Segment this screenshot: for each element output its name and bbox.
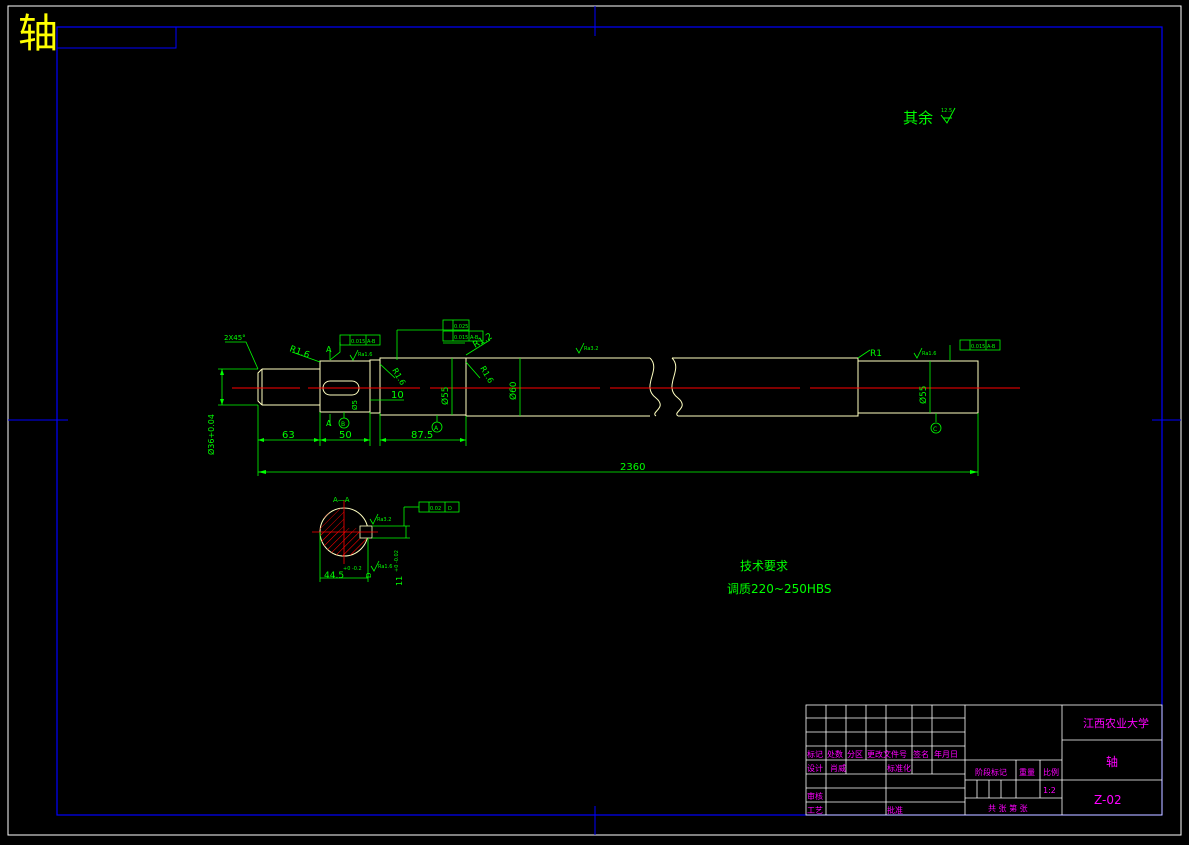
row-standard: 标准化 (887, 763, 911, 773)
weight-label: 重量 (1019, 767, 1035, 777)
gt1-value: 0.015 (351, 339, 365, 345)
row-approve: 批准 (887, 805, 903, 815)
scale-label: 比例 (1043, 767, 1059, 777)
roughness-2: Ra3.2 (584, 346, 598, 352)
gt5-ref: D (448, 506, 452, 512)
row-craft: 工艺 (807, 806, 823, 815)
roughness-3: Ra1.6 (922, 351, 936, 357)
datum-c-label: C (933, 426, 937, 433)
header-zone: 分区 (847, 750, 863, 759)
gt4-value: 0.015 (971, 344, 985, 350)
inner-border (56, 26, 1163, 816)
length-875-label: 87.5 (411, 430, 433, 441)
header-count: 处数 (827, 749, 843, 759)
scale-value: 1:2 (1043, 786, 1056, 795)
section-datum-label: D (365, 573, 373, 578)
gt4-ref: A-B (987, 344, 996, 350)
radius-label-2: R1.6 (390, 367, 407, 387)
tolerance-frames (338, 319, 1001, 513)
rest-roughness-label: 其余 (903, 109, 933, 127)
header-mark: 标记 (807, 749, 823, 759)
stage-label: 阶段标记 (975, 767, 1007, 777)
length-total-label: 2360 (620, 462, 645, 473)
row-design: 设计 (807, 763, 823, 773)
length-10-label: 10 (391, 390, 404, 401)
section-width-label: 11 (395, 576, 404, 586)
section-view: A—A 44.5 +0 -0.2 11 +0 -0.02 D (312, 496, 419, 586)
length-50-label: 50 (339, 430, 352, 441)
shaft-outline (257, 357, 979, 417)
radius-label-1: R1.6 (288, 344, 311, 361)
datum-b-label: B (341, 421, 345, 428)
section-depth-tol: +0 -0.2 (343, 566, 362, 572)
row-review: 审核 (807, 791, 823, 801)
drawing-number: Z-02 (1094, 793, 1122, 807)
title-block-text: 标记 处数 分区 更改文件号 签名 年月日 设计 肖威 标准化 审核 工艺 批准… (807, 716, 1149, 815)
title-tag-box (57, 27, 177, 49)
gt2-value: 0.025 (454, 324, 468, 330)
roughness-1: Ra1.6 (358, 352, 372, 358)
header-sign: 签名 (913, 749, 929, 759)
dimension-lines (218, 329, 979, 476)
roughness-4: Ra3.2 (377, 517, 391, 523)
diameter-60-label: Ø60 (508, 381, 519, 400)
gt3-ref: A-B (470, 335, 479, 341)
radius-label-right: R1 (870, 349, 882, 359)
header-date: 年月日 (934, 749, 958, 759)
datum-a-label: A (434, 425, 439, 432)
title-block-grid (805, 704, 1163, 816)
school-name: 江西农业大学 (1083, 716, 1149, 730)
rest-roughness-value: 12.5 (941, 108, 952, 114)
gt1-ref: A-B (367, 339, 376, 345)
section-label: A—A (333, 496, 350, 504)
dimension-arrows (220, 369, 978, 474)
section-depth-label: 44.5 (324, 571, 344, 581)
roughness-symbol-icon (940, 107, 956, 124)
sheet-info: 共 张 第 张 (988, 803, 1028, 813)
drawing-title: 轴 (18, 11, 58, 57)
section-mark-bottom: A (326, 419, 332, 428)
roughness-5: Ra1.6 (378, 564, 392, 570)
centering-marks (8, 6, 1181, 835)
radius-label-3: R1.6 (478, 365, 495, 385)
tech-req-title: 技术要求 (740, 559, 788, 573)
roughness-symbols (349, 342, 923, 572)
tech-req-text: 调质220~250HBS (727, 582, 832, 596)
section-width-tol: +0 -0.02 (394, 550, 400, 572)
diameter-key-label: Ø5 (351, 400, 359, 410)
gt5-value: 0.02 (430, 506, 441, 512)
chamfer-label: 2X45° (224, 334, 246, 342)
diameter-55-left-label: Ø55 (440, 386, 451, 405)
part-name: 轴 (1106, 754, 1118, 769)
diameter-end-label: Ø36+0.04 (206, 414, 216, 455)
diameter-55-right-label: Ø55 (918, 385, 929, 404)
row-designer: 肖威 (830, 763, 846, 773)
gt3-value: 0.015 (454, 335, 468, 341)
length-63-label: 63 (282, 430, 295, 441)
outer-frame (7, 5, 1182, 836)
header-doc-no: 更改文件号 (867, 749, 907, 759)
section-mark-top: A (326, 345, 332, 354)
